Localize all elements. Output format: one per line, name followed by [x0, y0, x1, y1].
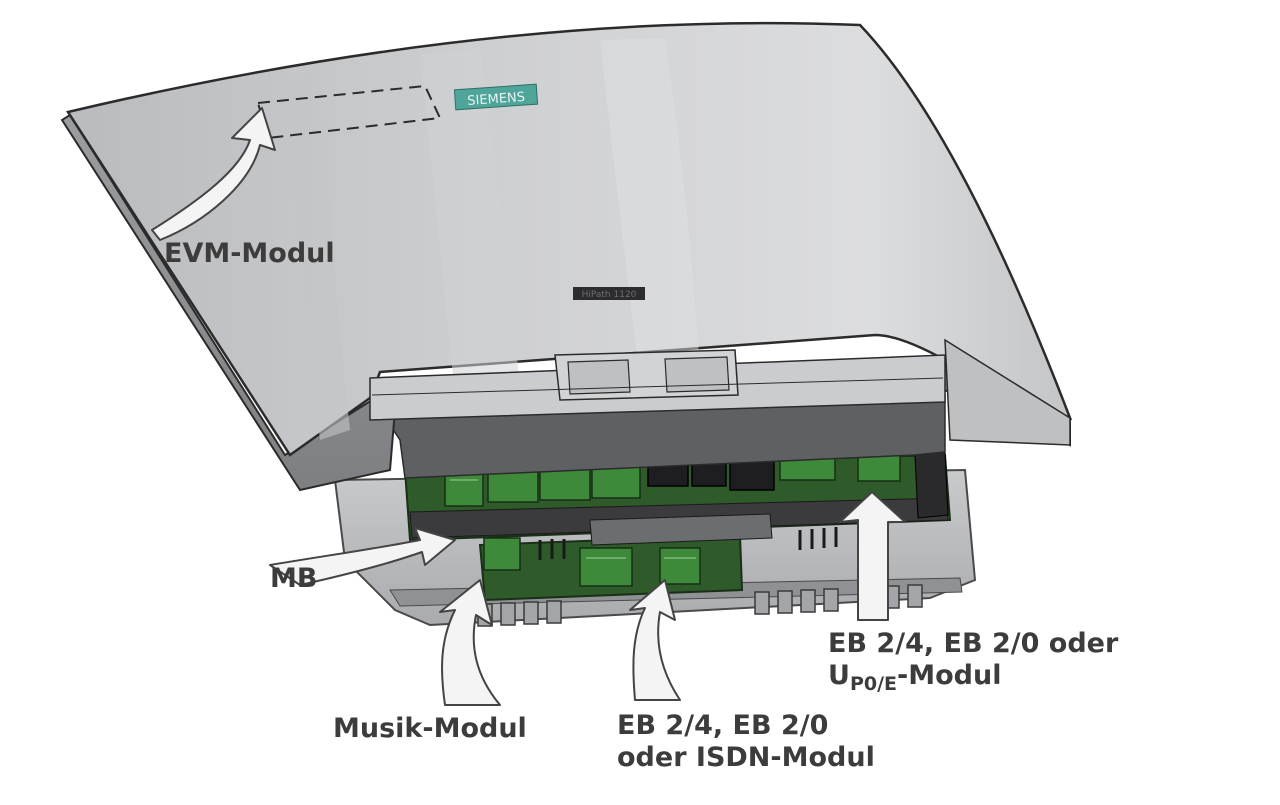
up0e-label-line1: EB 2/4, EB 2/0 oder — [828, 628, 1119, 659]
evm-modul-label: EVM-Modul — [164, 238, 335, 269]
lid — [60, 21, 1073, 492]
up0e-prefix: U — [828, 660, 850, 691]
up0e-suffix: -Modul — [897, 660, 1002, 691]
isdn-modul-label: EB 2/4, EB 2/0 oder ISDN-Modul — [617, 710, 875, 774]
model-badge: HiPath 1120 — [573, 287, 645, 300]
isdn-arrow — [629, 579, 681, 701]
mb-arrow — [269, 527, 456, 586]
isdn-label-line2: oder ISDN-Modul — [617, 742, 875, 773]
musik-arrow — [439, 579, 501, 706]
siemens-logo: SIEMENS — [453, 83, 539, 111]
siemens-logo-text: SIEMENS — [467, 90, 526, 109]
up0e-modul-label: EB 2/4, EB 2/0 oder UP0/E-Modul — [828, 628, 1119, 695]
mb-label: MB — [270, 563, 318, 594]
isdn-label-line1: EB 2/4, EB 2/0 — [617, 710, 829, 741]
up0e-label-line2: UP0/E-Modul — [828, 660, 1118, 695]
up0e-arrow — [839, 491, 906, 621]
musik-modul-label: Musik-Modul — [333, 713, 527, 744]
model-badge-text: HiPath 1120 — [582, 290, 637, 300]
up0e-subscript: P0/E — [849, 673, 898, 695]
evm-arrow — [151, 107, 276, 241]
